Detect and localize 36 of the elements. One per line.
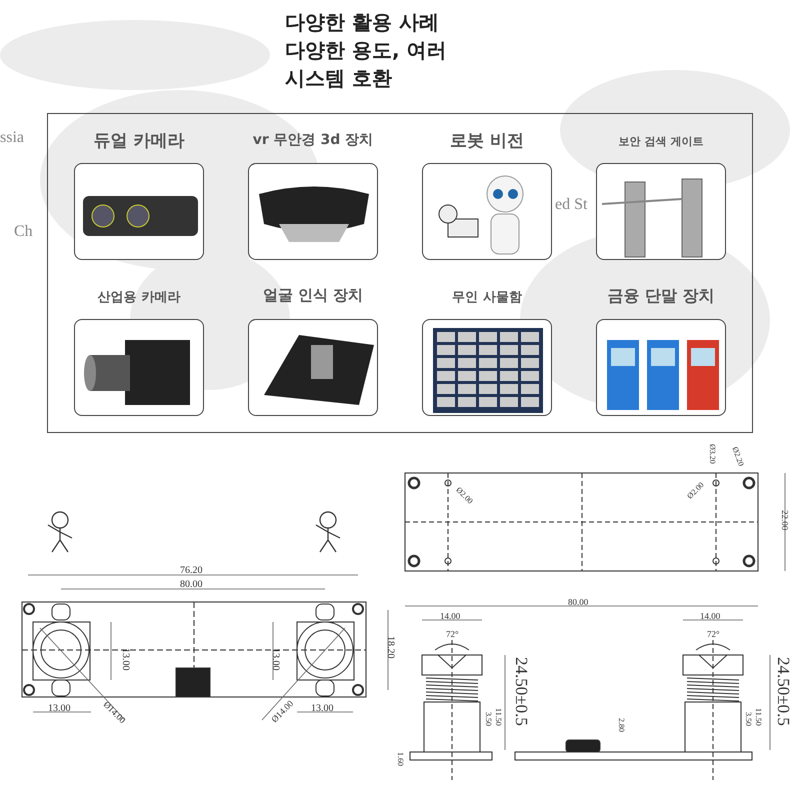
- tile-heading: 금융 단말 장치: [606, 286, 716, 307]
- tile-heading: 얼굴 인식 장치: [262, 286, 364, 306]
- tile-heading: 보안 검색 게이트: [618, 134, 704, 149]
- dimension-label: 3.50: [744, 712, 752, 726]
- dimension-label: 72°: [707, 630, 720, 639]
- tile-heading: 무인 사물함: [451, 289, 523, 306]
- dimension-label: 24.50±0.5: [513, 657, 530, 726]
- dimension-label: Ø2.20: [730, 446, 745, 468]
- dimension-label: 1.60: [396, 752, 404, 766]
- dimension-label: 14.00: [440, 612, 460, 621]
- dimension-label: 13.00: [48, 704, 70, 714]
- dimension-label: 24.50±0.5: [775, 657, 792, 726]
- dimension-label: 22.00: [780, 510, 789, 530]
- tile-heading: 로봇 비전: [449, 130, 525, 152]
- map-label: Ch: [14, 224, 33, 240]
- panel-frame: [47, 113, 753, 433]
- map-label: ssia: [0, 130, 24, 146]
- tile-heading: 듀얼 카메라: [92, 130, 186, 152]
- tile-heading: 산업용 카메라: [96, 289, 182, 306]
- dimension-label: 11.50: [494, 708, 502, 726]
- dimension-label: 13.00: [311, 704, 334, 714]
- title: 다양한 활용 사례 다양한 용도, 여러 시스템 호환: [285, 9, 448, 92]
- dimension-label: 2.80: [617, 718, 625, 732]
- tile-heading: vr 무안경 3d 장치: [252, 131, 374, 150]
- dimension-label: 18.20: [385, 636, 395, 658]
- dimension-label: 11.50: [754, 708, 762, 726]
- dimension-label: 13.00: [120, 648, 130, 670]
- dimension-label: 72°: [446, 630, 459, 639]
- map-label: ed St: [555, 197, 588, 213]
- dimension-label: 14.00: [700, 612, 720, 621]
- dimension-label: 76.20: [180, 566, 202, 576]
- dimension-label: 80.00: [180, 580, 202, 590]
- dimension-label: 13.00: [270, 648, 280, 670]
- dimension-label: 80.00: [568, 598, 588, 607]
- dimension-label: Ø3.20: [708, 444, 716, 464]
- dimension-label: 3.50: [484, 712, 492, 726]
